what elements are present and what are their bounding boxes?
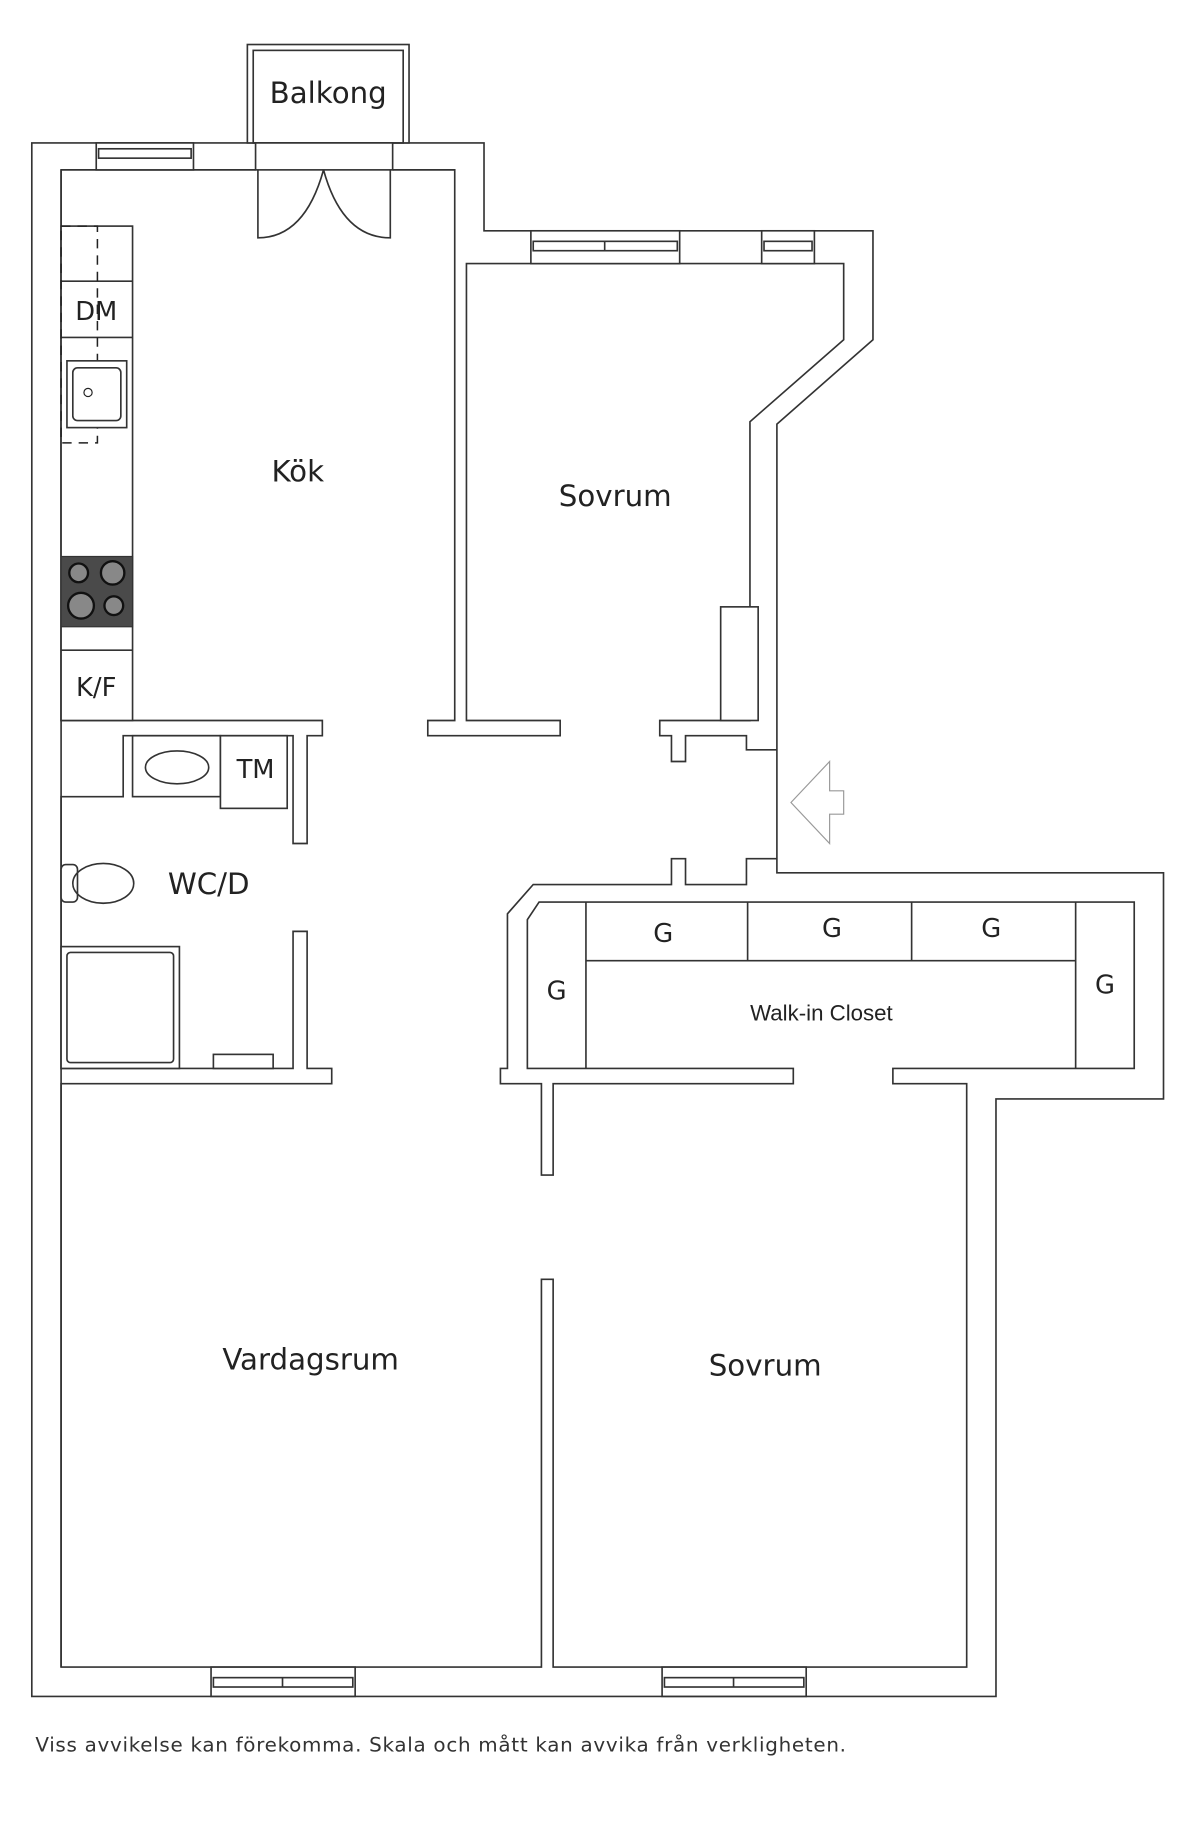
shower-icon: [60, 945, 181, 1070]
fridge-freezer-label: K/F: [76, 673, 116, 703]
stove-icon: [60, 555, 134, 628]
wardrobe-label: G: [1095, 970, 1115, 1000]
wardrobe-label: G: [653, 919, 673, 949]
living-room-label: Vardagsrum: [222, 1343, 399, 1377]
window: [760, 229, 816, 265]
interior-walls: [60, 169, 1136, 1668]
closet-wardrobes: G G G G G: [547, 902, 1115, 1069]
kitchen-label: Kök: [271, 455, 324, 489]
toilet-icon: [60, 862, 135, 905]
outer-wall: [30, 142, 1165, 1698]
windows: [95, 142, 816, 1698]
chimney: [719, 606, 759, 722]
kitchen-counter: DM K/F: [60, 225, 134, 722]
window: [95, 142, 195, 171]
washing-machine-label: TM: [236, 755, 275, 785]
bathroom-fixtures: TM: [60, 734, 289, 1070]
entrance-arrow-icon: [790, 760, 845, 845]
bedroom-bottom-label: Sovrum: [709, 1348, 822, 1382]
balcony-door[interactable]: [254, 142, 394, 239]
bedroom-top-label: Sovrum: [559, 479, 672, 513]
window: [210, 1666, 356, 1698]
wardrobe-label: G: [981, 914, 1001, 944]
window: [530, 229, 681, 265]
dishwasher-label: DM: [75, 297, 117, 327]
sink-icon: [66, 360, 128, 429]
bathroom-label: WC/D: [168, 867, 250, 901]
window: [661, 1666, 808, 1698]
wardrobe-label: G: [822, 914, 842, 944]
balcony-label: Balkong: [270, 76, 387, 110]
wardrobe-label: G: [547, 976, 567, 1006]
walk-in-closet-label: Walk-in Closet: [750, 1000, 893, 1025]
disclaimer-text: Viss avvikelse kan förekomma. Skala och …: [35, 1733, 846, 1756]
washbasin-icon: [144, 750, 210, 785]
balcony: [246, 43, 410, 144]
